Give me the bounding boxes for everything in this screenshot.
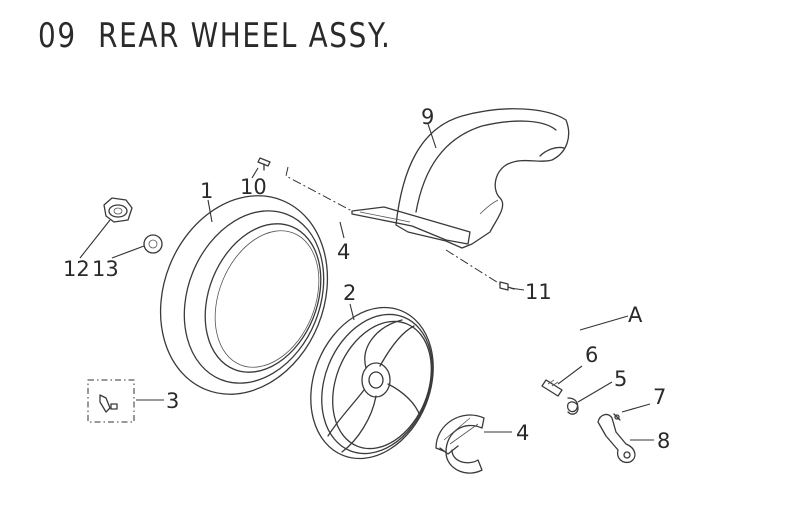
section-number: 09 <box>38 16 77 56</box>
brake-shoe-part <box>435 414 485 474</box>
wheel-rim-part <box>310 306 434 460</box>
callout-7: 7 <box>653 385 666 409</box>
callout-11: 11 <box>525 280 552 304</box>
callout-1: 1 <box>200 179 213 203</box>
leader-line-4a <box>339 221 345 239</box>
diagram-title: 09 REAR WHEEL ASSY. <box>38 16 391 56</box>
callout-4-lower: 4 <box>516 421 529 445</box>
callout-9: 9 <box>421 105 434 129</box>
brake-cam-part <box>541 379 563 397</box>
callout-A: A <box>628 303 643 327</box>
section-title: REAR WHEEL ASSY. <box>98 16 392 56</box>
leader-line-7 <box>621 403 651 413</box>
leader-line-1 <box>207 199 213 223</box>
callout-13: 13 <box>92 257 119 281</box>
leader-line-10 <box>251 167 259 179</box>
assembly-line-fender-to-screw <box>445 249 501 285</box>
return-spring-part <box>566 397 579 415</box>
rear-tire-part <box>159 195 329 395</box>
callout-8: 8 <box>657 429 670 453</box>
leader-line-5 <box>577 381 613 403</box>
callout-5: 5 <box>614 367 627 391</box>
tire-valve-part <box>87 379 135 423</box>
leader-line-13 <box>111 245 145 259</box>
callout-10: 10 <box>240 175 267 199</box>
leader-line-2 <box>349 303 355 321</box>
callout-12: 12 <box>63 257 90 281</box>
fender-bolt-part <box>257 157 271 171</box>
callout-2: 2 <box>343 281 356 305</box>
leader-line-A <box>579 315 629 331</box>
axle-washer-part <box>143 234 163 254</box>
callout-6: 6 <box>585 343 598 367</box>
callout-3: 3 <box>166 389 179 413</box>
rear-fender-part <box>351 108 570 249</box>
callout-4-upper: 4 <box>337 240 350 264</box>
brake-arm-part <box>597 413 636 464</box>
axle-nut-part <box>103 197 133 223</box>
assembly-line-bolt-to-fender <box>285 166 353 212</box>
leader-line-6 <box>557 365 583 385</box>
leader-line-11 <box>509 287 525 291</box>
leader-line-9 <box>427 123 437 149</box>
arm-bolt-part <box>613 413 621 421</box>
leader-line-12 <box>79 219 111 259</box>
